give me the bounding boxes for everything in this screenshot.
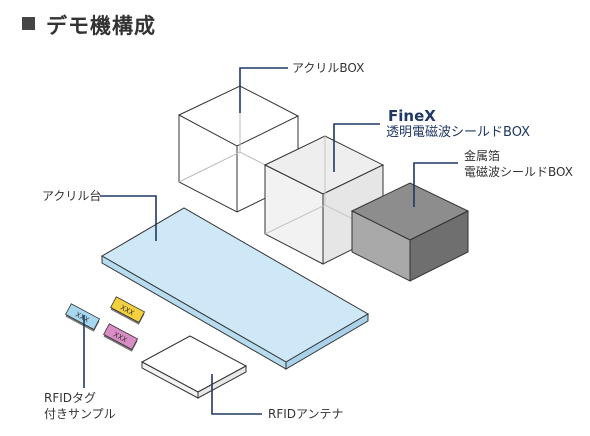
leader-acrylic-box bbox=[239, 67, 288, 113]
label-rfid-antenna: RFIDアンテナ bbox=[268, 407, 344, 421]
page-title: デモ機構成 bbox=[46, 14, 156, 38]
leader-rfid-antenna bbox=[211, 374, 262, 415]
rfid-tag: XXX bbox=[65, 303, 101, 332]
label-acrylic-box: アクリルBOX bbox=[292, 61, 365, 75]
acrylic-stand bbox=[101, 207, 369, 370]
label-metal-box-line1: 金属箔 bbox=[464, 149, 501, 163]
leader-metal-box bbox=[413, 162, 458, 207]
rfid-tag: XXX bbox=[110, 296, 146, 325]
label-rfid-tag-line2: 付きサンプル bbox=[44, 407, 116, 421]
leader-acrylic-stand bbox=[100, 195, 157, 241]
leader-finex bbox=[333, 123, 380, 172]
label-acrylic-stand: アクリル台 bbox=[42, 189, 102, 203]
rfid-tag: XXX bbox=[103, 323, 139, 352]
leader-lines bbox=[83, 67, 458, 415]
rfid-antenna bbox=[140, 335, 248, 399]
label-rfid-tag-line1: RFIDタグ bbox=[44, 391, 97, 405]
metal-foil-shield-box bbox=[350, 182, 470, 282]
title-bullet bbox=[22, 17, 35, 30]
label-metal-box-line2: 電磁波シールドBOX bbox=[464, 165, 573, 179]
label-finex-product: 透明電磁波シールドBOX bbox=[386, 125, 530, 140]
label-finex-brand: FineX bbox=[388, 107, 436, 125]
